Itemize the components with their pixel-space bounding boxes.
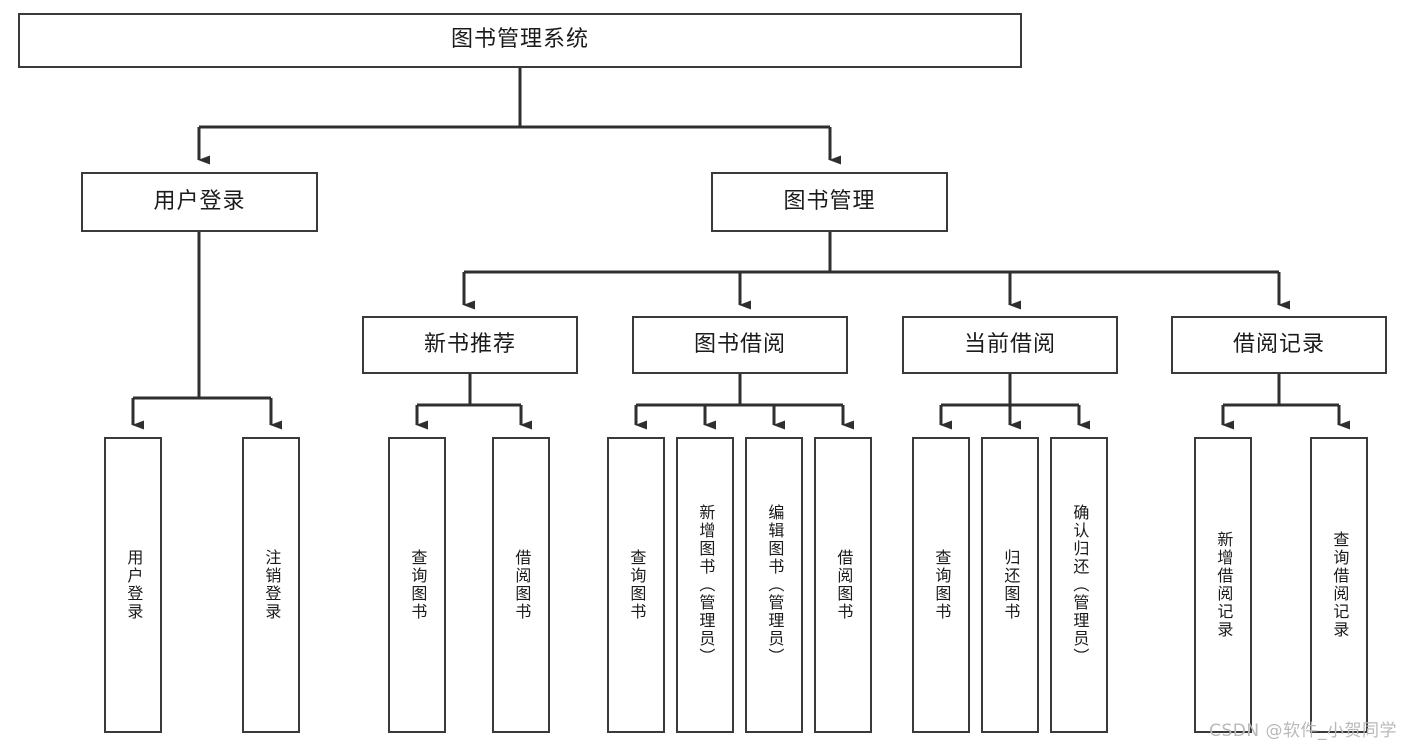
watermark: CSDN @软件_小贺同学 xyxy=(1209,721,1397,741)
node-leaf-borrow-book-2-label: 借阅图书 xyxy=(834,549,854,621)
node-leaf-query-book-1[interactable]: 查询图书 xyxy=(388,437,446,733)
node-leaf-query-book-3[interactable]: 查询图书 xyxy=(912,437,970,733)
node-leaf-user-logout-label: 注销登录 xyxy=(262,549,282,621)
node-leaf-add-book[interactable]: 新增图书（管理员） xyxy=(676,437,734,733)
node-leaf-confirm-return[interactable]: 确认归还（管理员） xyxy=(1050,437,1108,733)
node-leaf-user-logout[interactable]: 注销登录 xyxy=(242,437,300,733)
node-leaf-query-record-label: 查询借阅记录 xyxy=(1330,531,1350,639)
node-leaf-query-book-2-label: 查询图书 xyxy=(627,549,647,621)
node-leaf-query-record[interactable]: 查询借阅记录 xyxy=(1310,437,1368,733)
node-borrow-record[interactable]: 借阅记录 xyxy=(1171,316,1387,374)
node-leaf-add-record[interactable]: 新增借阅记录 xyxy=(1194,437,1252,733)
node-leaf-borrow-book-2[interactable]: 借阅图书 xyxy=(814,437,872,733)
node-new-book-recommend[interactable]: 新书推荐 xyxy=(362,316,578,374)
node-leaf-borrow-book-1-label: 借阅图书 xyxy=(512,549,532,621)
node-leaf-add-book-label: 新增图书（管理员） xyxy=(696,504,716,666)
node-leaf-add-record-label: 新增借阅记录 xyxy=(1214,531,1234,639)
node-leaf-user-login-label: 用户登录 xyxy=(124,549,144,621)
node-leaf-query-book-1-label: 查询图书 xyxy=(408,549,428,621)
node-current-borrow[interactable]: 当前借阅 xyxy=(902,316,1118,374)
node-leaf-borrow-book-1[interactable]: 借阅图书 xyxy=(492,437,550,733)
node-leaf-edit-book[interactable]: 编辑图书（管理员） xyxy=(745,437,803,733)
node-user-login[interactable]: 用户登录 xyxy=(81,172,318,232)
node-book-management[interactable]: 图书管理 xyxy=(711,172,948,232)
node-leaf-user-login[interactable]: 用户登录 xyxy=(104,437,162,733)
node-root-book-management-system[interactable]: 图书管理系统 xyxy=(18,13,1022,68)
node-leaf-return-book[interactable]: 归还图书 xyxy=(981,437,1039,733)
node-leaf-confirm-return-label: 确认归还（管理员） xyxy=(1070,504,1090,666)
node-leaf-query-book-2[interactable]: 查询图书 xyxy=(607,437,665,733)
node-leaf-return-book-label: 归还图书 xyxy=(1001,549,1021,621)
node-leaf-edit-book-label: 编辑图书（管理员） xyxy=(765,504,785,666)
node-leaf-query-book-3-label: 查询图书 xyxy=(932,549,952,621)
node-book-borrow[interactable]: 图书借阅 xyxy=(632,316,848,374)
